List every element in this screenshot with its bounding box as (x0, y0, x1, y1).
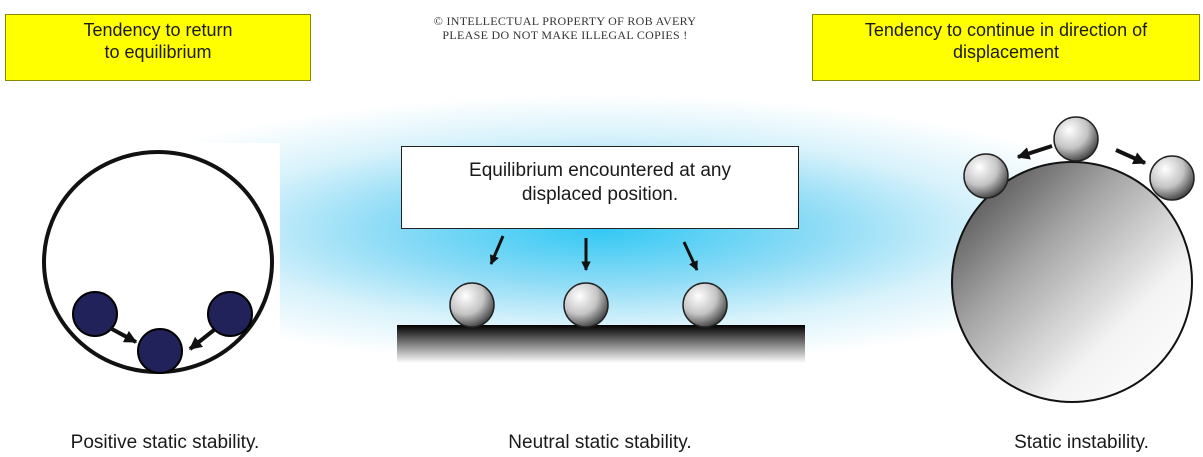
arrow-left-to-center (109, 326, 138, 344)
neutral-ball-right (682, 282, 728, 328)
right-ball (1149, 155, 1195, 201)
continue-tendency-line2: displacement (952, 42, 1060, 62)
sphere-diagram (951, 116, 1195, 403)
top-ball (1053, 116, 1099, 162)
bowl-diagram (42, 150, 274, 374)
copyright-line2: PLEASE DO NOT MAKE ILLEGAL COPIES ! (442, 28, 688, 42)
callout-line1: Equilibrium encountered at any (469, 160, 731, 181)
pointer-arrow-left (489, 235, 505, 265)
continue-tendency-line1: Tendency to continue in direction of (864, 20, 1148, 40)
flat-surface (397, 325, 805, 363)
neutral-ball-middle (563, 282, 609, 328)
caption-unstable: Static instability. (1014, 432, 1149, 453)
pointer-arrow-right (682, 241, 699, 271)
caption-positive: Positive static stability. (70, 432, 260, 453)
large-sphere (951, 161, 1193, 403)
callout-line2: displaced position. (521, 184, 679, 205)
copyright-notice: © INTELLECTUAL PROPERTY OF ROB AVERY PLE… (330, 14, 800, 42)
neutral-ball-left (449, 282, 495, 328)
left-ball (963, 153, 1009, 199)
arrow-right-to-center (188, 328, 216, 351)
equilibrium-callout: Equilibrium encountered at any displaced… (401, 146, 799, 229)
return-tendency-note: Tendency to return to equilibrium (5, 14, 311, 81)
dark-ball-right (207, 291, 253, 337)
continue-tendency-note: Tendency to continue in direction of dis… (812, 14, 1200, 81)
copyright-line1: © INTELLECTUAL PROPERTY OF ROB AVERY (433, 14, 697, 28)
dark-ball-left (72, 291, 118, 337)
return-tendency-line2: to equilibrium (104, 42, 212, 62)
return-tendency-line1: Tendency to return (83, 20, 233, 40)
arrow-roll-left (1016, 144, 1053, 160)
caption-neutral: Neutral static stability. (508, 432, 692, 453)
dark-ball-bottom (137, 328, 183, 374)
flat-surface-diagram (397, 235, 805, 363)
arrow-roll-right (1115, 148, 1147, 165)
